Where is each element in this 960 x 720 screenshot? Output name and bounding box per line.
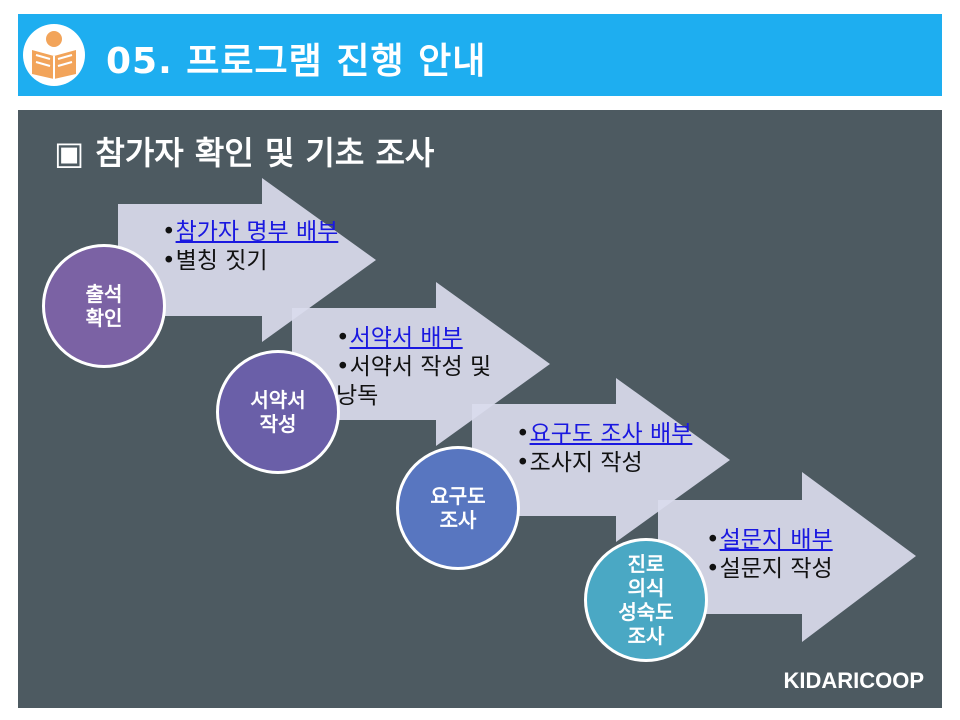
step-2-bullets: •서약서 배부 •서약서 작성 및 낭독: [336, 324, 516, 411]
step-1-bullets: •참가자 명부 배부 •별칭 짓기: [162, 218, 342, 276]
step-circle-pledge: 서약서 작성: [216, 350, 340, 474]
section-title: ▣ 참가자 확인 및 기초 조사: [54, 128, 434, 174]
bullet-item[interactable]: •참가자 명부 배부: [162, 219, 339, 245]
bullet-item[interactable]: •설문지 배부: [706, 527, 833, 553]
content-panel: ▣ 참가자 확인 및 기초 조사 •참가자 명부 배부 •별칭 짓기 •서약서 …: [18, 110, 942, 708]
step-3-bullets: •요구도 조사 배부 •조사지 작성: [516, 420, 696, 478]
process-arrows: [118, 178, 916, 642]
step-arrow-4: [658, 472, 916, 642]
bullet-item[interactable]: •서약서 배부: [336, 325, 463, 351]
page-title: 05. 프로그램 진행 안내: [106, 41, 487, 82]
step-4-bullets: •설문지 배부 •설문지 작성: [706, 526, 906, 584]
step-circle-attendance: 출석 확인: [42, 244, 166, 368]
step-arrow-1: [118, 178, 376, 342]
book-reader-icon: [23, 24, 85, 86]
bullet-item: •조사지 작성: [516, 450, 643, 476]
bullet-item[interactable]: •요구도 조사 배부: [516, 421, 693, 447]
header-bar: 05. 프로그램 진행 안내: [18, 14, 942, 96]
section-title-text: 참가자 확인 및 기초 조사: [95, 134, 435, 172]
brand-logo: KIDARICOOP: [783, 668, 924, 693]
section-marker: ▣: [54, 134, 85, 172]
bullet-item: •서약서 작성 및 낭독: [336, 354, 492, 409]
step-circle-needs-survey: 요구도 조사: [396, 446, 520, 570]
bullet-item: •설문지 작성: [706, 556, 833, 582]
step-circle-career-survey: 진로 의식 성숙도 조사: [584, 538, 708, 662]
bullet-item: •별칭 짓기: [162, 248, 268, 274]
